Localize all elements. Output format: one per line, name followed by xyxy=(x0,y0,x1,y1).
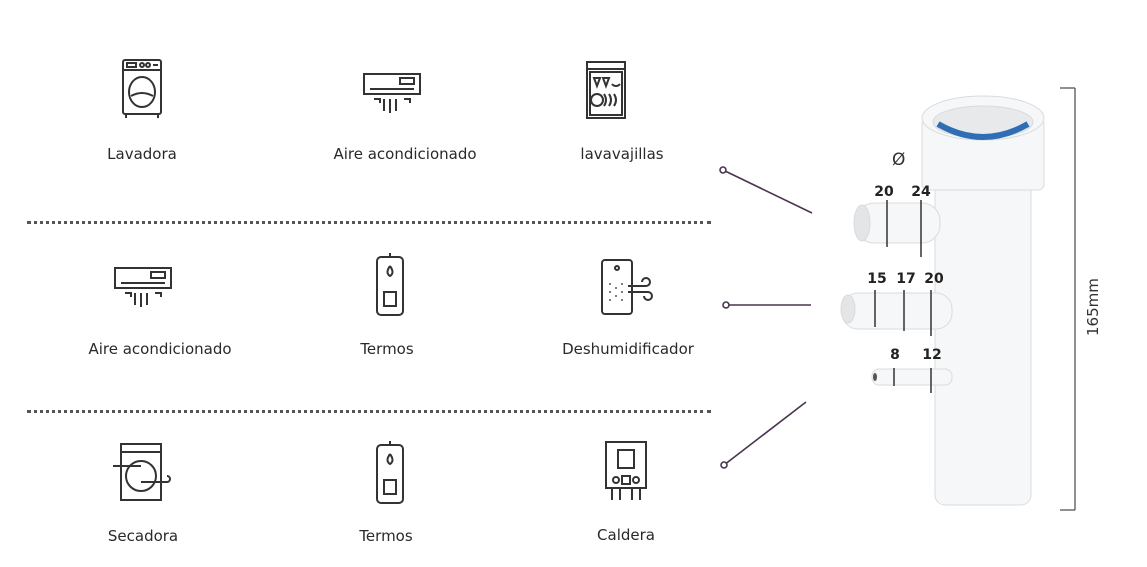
outlet-middle xyxy=(841,292,953,330)
dim-bottom-2: 12 xyxy=(922,347,942,363)
water-heater-icon xyxy=(376,253,404,316)
label-aire-acondicionado-2: Aire acondicionado xyxy=(88,340,232,358)
dim-mid-2: 17 xyxy=(896,271,916,287)
connector-line-bottom xyxy=(723,401,807,466)
dim-bottom-1: 8 xyxy=(890,347,900,363)
label-termos-2: Termos xyxy=(359,527,413,545)
row-divider xyxy=(27,221,711,224)
connector-dot xyxy=(720,461,728,469)
dishwasher-icon xyxy=(586,61,626,119)
main-tube xyxy=(934,169,1032,506)
connector-dot xyxy=(722,301,730,309)
label-secadora: Secadora xyxy=(107,527,179,545)
dim-mid-1: 15 xyxy=(867,271,887,287)
water-heater-icon xyxy=(376,441,404,504)
label-deshumidificador: Deshumidificador xyxy=(562,340,694,358)
dryer-icon xyxy=(113,443,171,501)
blue-seal-ring xyxy=(936,121,1030,140)
label-termos: Termos xyxy=(360,340,414,358)
boiler-icon xyxy=(605,441,647,500)
air-conditioner-icon xyxy=(363,73,421,113)
dim-top-1: 20 xyxy=(874,184,894,200)
row-divider xyxy=(27,410,711,413)
dehumidifier-icon xyxy=(601,259,653,315)
outlet-bottom xyxy=(871,368,953,386)
height-dimension-line xyxy=(1060,87,1076,511)
dim-top-2: 24 xyxy=(911,184,931,200)
label-lavavajillas: lavavajillas xyxy=(580,145,664,163)
label-aire-acondicionado: Aire acondicionado xyxy=(333,145,477,163)
label-lavadora: Lavadora xyxy=(107,145,177,163)
diameter-symbol: Ø xyxy=(892,150,906,170)
connector-line-top xyxy=(722,169,813,214)
label-caldera: Caldera xyxy=(597,526,655,544)
air-conditioner-icon xyxy=(114,267,172,307)
height-label: 165mm xyxy=(1084,278,1102,336)
washing-machine-icon xyxy=(122,59,162,118)
dim-mid-3: 20 xyxy=(924,271,944,287)
connector-dot xyxy=(719,166,727,174)
